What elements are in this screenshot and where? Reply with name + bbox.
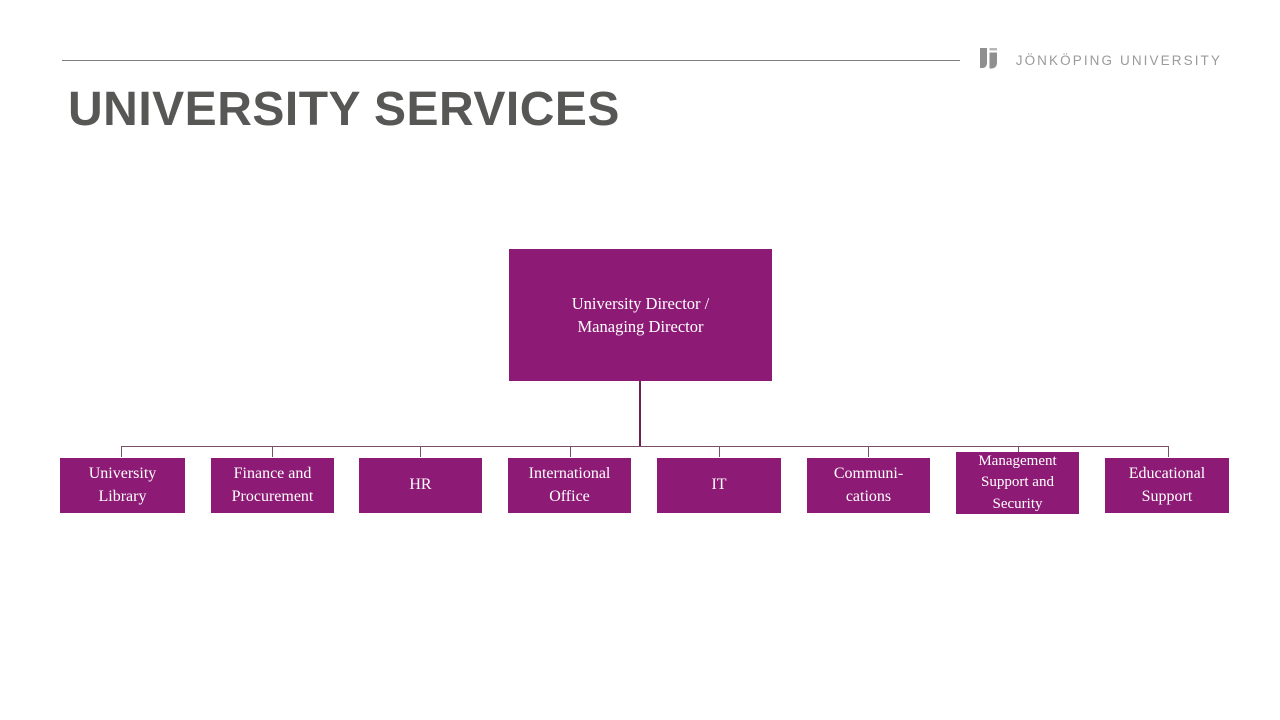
org-node-root[interactable]: University Director / Managing Director	[509, 249, 772, 381]
brand-name: JÖNKÖPING UNIVERSITY	[1015, 52, 1222, 68]
org-node-label: University Library	[88, 464, 157, 505]
org-node-label: University Director / Managing Director	[571, 293, 710, 336]
connector-drop-hr	[420, 446, 421, 457]
org-node-communications[interactable]: Communi- cations	[807, 458, 930, 513]
org-node-label: Finance and Procurement	[231, 464, 314, 505]
connector-drop-management-support-and-security	[1018, 446, 1019, 457]
org-node-university-library[interactable]: University Library	[60, 458, 185, 513]
org-node-international-office[interactable]: International Office	[508, 458, 631, 513]
org-node-educational-support[interactable]: Educational Support	[1105, 458, 1229, 513]
org-node-label: Communi- cations	[833, 464, 904, 505]
connector-root-stem	[639, 381, 641, 447]
connector-drop-it	[719, 446, 720, 457]
header-divider	[62, 60, 960, 61]
connector-drop-international-office	[570, 446, 571, 457]
org-node-finance-and-procurement[interactable]: Finance and Procurement	[211, 458, 334, 513]
connector-drop-university-library	[121, 446, 122, 457]
org-node-label: HR	[409, 476, 432, 494]
org-node-label: Educational Support	[1128, 464, 1206, 505]
jonkoping-j-shield-icon	[979, 48, 997, 69]
page-title: UNIVERSITY SERVICES	[68, 83, 620, 136]
connector-horizontal-bus	[121, 446, 1169, 447]
org-node-it[interactable]: IT	[657, 458, 781, 513]
connector-drop-finance-and-procurement	[272, 446, 273, 457]
org-node-hr[interactable]: HR	[359, 458, 482, 513]
org-node-label: Management Support and Security	[978, 453, 1057, 512]
org-node-management-support-and-security[interactable]: Management Support and Security	[956, 452, 1079, 514]
connector-drop-communications	[868, 446, 869, 457]
org-node-label: IT	[711, 476, 727, 494]
org-node-label: International Office	[528, 464, 611, 505]
connector-drop-educational-support	[1168, 446, 1169, 457]
brand-lockup: JÖNKÖPING UNIVERSITY	[978, 46, 1222, 74]
